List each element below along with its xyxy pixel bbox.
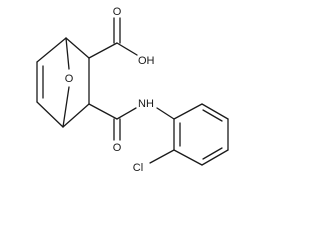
bond-c-amide-to-amide-carbon (88, 103, 118, 120)
bond-bridgehead-top-to-c-acid (65, 37, 90, 59)
bond-alkene-lower-to-bridgehead-bottom (36, 101, 64, 128)
ring-bond-1 (173, 103, 203, 120)
chlorophenyl-ring (149, 103, 229, 166)
chemical-structure: O O OH O NH Cl (36, 6, 229, 174)
bond-amide-carbon-to-nh (116, 107, 137, 120)
ring-double-inner-1 (202, 109, 223, 122)
chlorine-label: Cl (133, 162, 143, 174)
bicyclic-core (36, 37, 90, 128)
amide-carbonyl-oxygen-label: O (113, 142, 122, 154)
bond-bridgehead-top-to-bridge-oxygen (65, 37, 70, 70)
ring-bond-4 (201, 149, 229, 166)
amide-nh-label: NH (138, 98, 154, 110)
bond-c-amide-to-bridgehead-bottom (62, 103, 90, 128)
bridge-oxygen-label: O (65, 73, 74, 85)
amide-group (88, 103, 175, 141)
bond-bridge-oxygen-to-bridgehead-bottom (62, 86, 70, 128)
ring-bond-5 (173, 149, 203, 166)
bond-carboxyl-to-hydroxyl (116, 42, 138, 56)
bond-nh-to-ring (156, 107, 175, 120)
ring-bond-2 (201, 103, 229, 120)
bond-bridgehead-top-to-alkene-upper (36, 37, 67, 63)
carboxylic-acid-group (88, 17, 138, 59)
bond-ring-to-chlorine (149, 149, 175, 164)
acid-carbonyl-oxygen-label: O (113, 6, 122, 18)
acid-hydroxyl-label: OH (138, 55, 155, 67)
bond-c-acid-to-carboxyl-carbon (88, 42, 118, 59)
ring-double-inner-2 (202, 147, 223, 160)
